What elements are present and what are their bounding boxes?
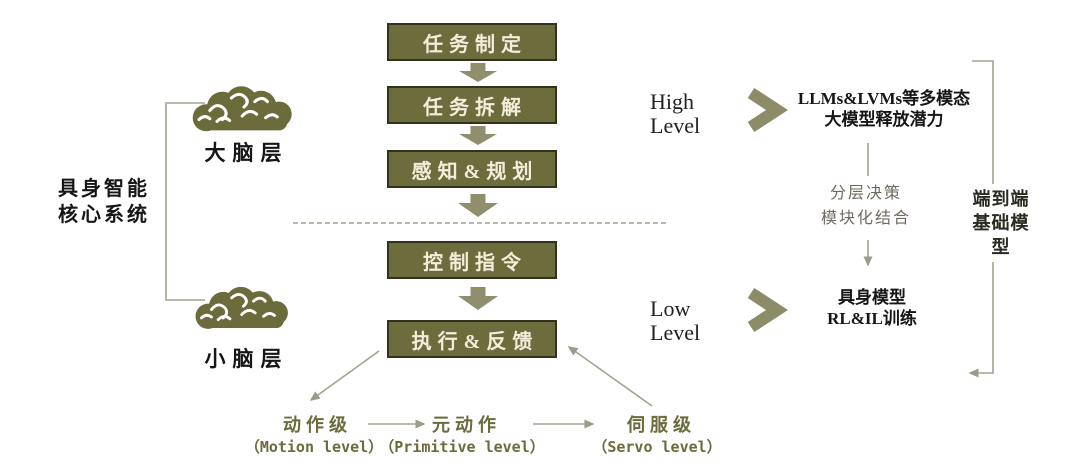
task-decomposition-box: 任务拆解 — [387, 86, 557, 124]
servo-to-execution-arrow — [567, 346, 653, 407]
execution-feedback-box: 执行&反馈 — [387, 320, 557, 358]
perception-planning-box: 感知&规划 — [387, 150, 557, 188]
high-level-label-line2: Level — [650, 113, 701, 138]
low-level-label: Low Level — [650, 297, 700, 345]
motion-level-cn-label: 动作级 — [283, 415, 352, 435]
flow-down-arrow-2 — [459, 126, 497, 145]
end-to-end-model-text-line2: 基础模型 — [972, 213, 1030, 257]
embodied-model-text-line2: RL&IL训练 — [827, 309, 917, 328]
llms-lvms-text: LLMs&LVMs等多模态 大模型释放潜力 — [798, 88, 970, 130]
servo-level-en-label: （Servo level） — [592, 438, 722, 456]
low-level-label-line1: Low — [650, 296, 691, 321]
cerebellum-layer-label: 小脑层 — [204, 347, 289, 371]
embodied-model-text-line1: 具身模型 — [837, 288, 906, 307]
servo-level-cn-label: 伺服级 — [627, 415, 696, 435]
high-level-label: High Level — [650, 90, 700, 138]
embodied-model-text: 具身模型 RL&IL训练 — [827, 287, 917, 329]
hierarchical-decision-text: 分层决策 模块化结合 — [821, 181, 911, 231]
core-system-label: 具身智能 核心系统 — [58, 176, 150, 228]
task-formulation-box: 任务制定 — [387, 23, 557, 61]
motion-level-en-label: （Motion level） — [244, 438, 384, 456]
control-command-box: 控制指令 — [387, 241, 557, 279]
hierarchical-decision-text-line2: 模块化结合 — [820, 210, 912, 227]
hierarchical-decision-text-line1: 分层决策 — [829, 185, 903, 202]
flow-down-arrow-4 — [458, 287, 498, 310]
core-system-bracket — [165, 102, 205, 301]
end-to-end-model-text: 端到端 基础模型 — [961, 184, 1041, 262]
llms-lvms-text-line1: LLMs&LVMs等多模态 — [797, 89, 971, 108]
llms-lvms-text-line2: 大模型释放潜力 — [824, 110, 944, 129]
core-system-label-line2: 核心系统 — [58, 204, 150, 226]
execution-to-motion-arrow — [309, 350, 380, 401]
primitive-level-cn-label: 元动作 — [432, 415, 501, 435]
flow-down-arrow-1 — [459, 63, 497, 82]
flow-down-arrow-3 — [458, 194, 498, 217]
low-level-label-line2: Level — [650, 320, 701, 345]
core-system-label-line1: 具身智能 — [58, 178, 150, 200]
high-level-chevron-icon — [747, 87, 788, 133]
end-to-end-model-text-line1: 端到端 — [972, 189, 1030, 209]
cerebrum-brain-icon — [191, 84, 294, 133]
cerebrum-layer-label: 大脑层 — [204, 141, 289, 165]
cerebellum-brain-icon — [194, 285, 290, 331]
primitive-level-en-label: （Primitive level） — [379, 438, 545, 456]
low-level-chevron-icon — [747, 287, 788, 333]
high-level-label-line1: High — [650, 89, 694, 114]
